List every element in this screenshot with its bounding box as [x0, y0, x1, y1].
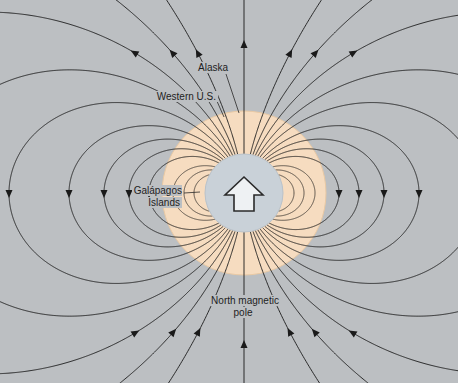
leader-line: [184, 192, 200, 193]
label-text: Alaska: [196, 62, 230, 73]
field-line: [244, 0, 245, 154]
field-arrowhead: [311, 50, 319, 58]
field-arrowhead: [6, 190, 13, 198]
field-line: [141, 232, 238, 383]
place-label: Alaska: [186, 62, 230, 74]
field-arrowhead: [416, 190, 423, 198]
field-line: [9, 103, 228, 284]
field-arrowhead: [241, 40, 248, 48]
field-line: [0, 12, 233, 155]
field-line: [258, 70, 458, 156]
field-arrowhead: [288, 328, 295, 337]
field-arrowhead: [285, 49, 292, 58]
label-text: Western U.S.: [155, 91, 218, 102]
label-text: North magnetic pole: [209, 295, 279, 318]
field-line: [253, 0, 431, 155]
field-arrowhead: [131, 330, 140, 337]
field-arrowhead: [312, 329, 320, 337]
leader-line: [226, 74, 239, 113]
field-arrowhead: [170, 50, 178, 58]
field-line: [255, 12, 458, 155]
field-line: [263, 126, 419, 261]
field-arrowhead: [131, 50, 140, 57]
field-line: [62, 231, 235, 383]
label-text: Galápagos Islands: [132, 185, 182, 208]
field-arrowhead: [66, 190, 73, 198]
field-line: [258, 230, 458, 316]
field-line: [69, 126, 225, 261]
field-line: [253, 231, 426, 383]
place-label: North magnetic pole: [199, 295, 289, 319]
field-line: [57, 0, 235, 155]
field-line: [250, 0, 348, 154]
field-line: [0, 230, 233, 373]
field-arrowhead: [349, 330, 358, 337]
field-line: [255, 230, 458, 373]
field-arrowhead: [241, 340, 248, 348]
field-arrowhead: [356, 190, 363, 198]
place-label: Galápagos Islands: [118, 185, 182, 209]
place-label: Western U.S.: [150, 91, 218, 103]
magnet-arrow: [225, 177, 263, 211]
field-arrowhead: [381, 190, 388, 198]
field-arrowhead: [194, 328, 201, 337]
field-arrowhead: [196, 49, 203, 58]
field-line: [260, 103, 458, 284]
field-line: [250, 232, 347, 383]
earth-core: [205, 154, 283, 232]
field-arrowhead: [336, 190, 343, 198]
field-arrowhead: [349, 50, 358, 57]
field-line: [139, 0, 237, 154]
field-arrowhead: [168, 329, 176, 337]
field-arrowhead: [101, 190, 108, 198]
